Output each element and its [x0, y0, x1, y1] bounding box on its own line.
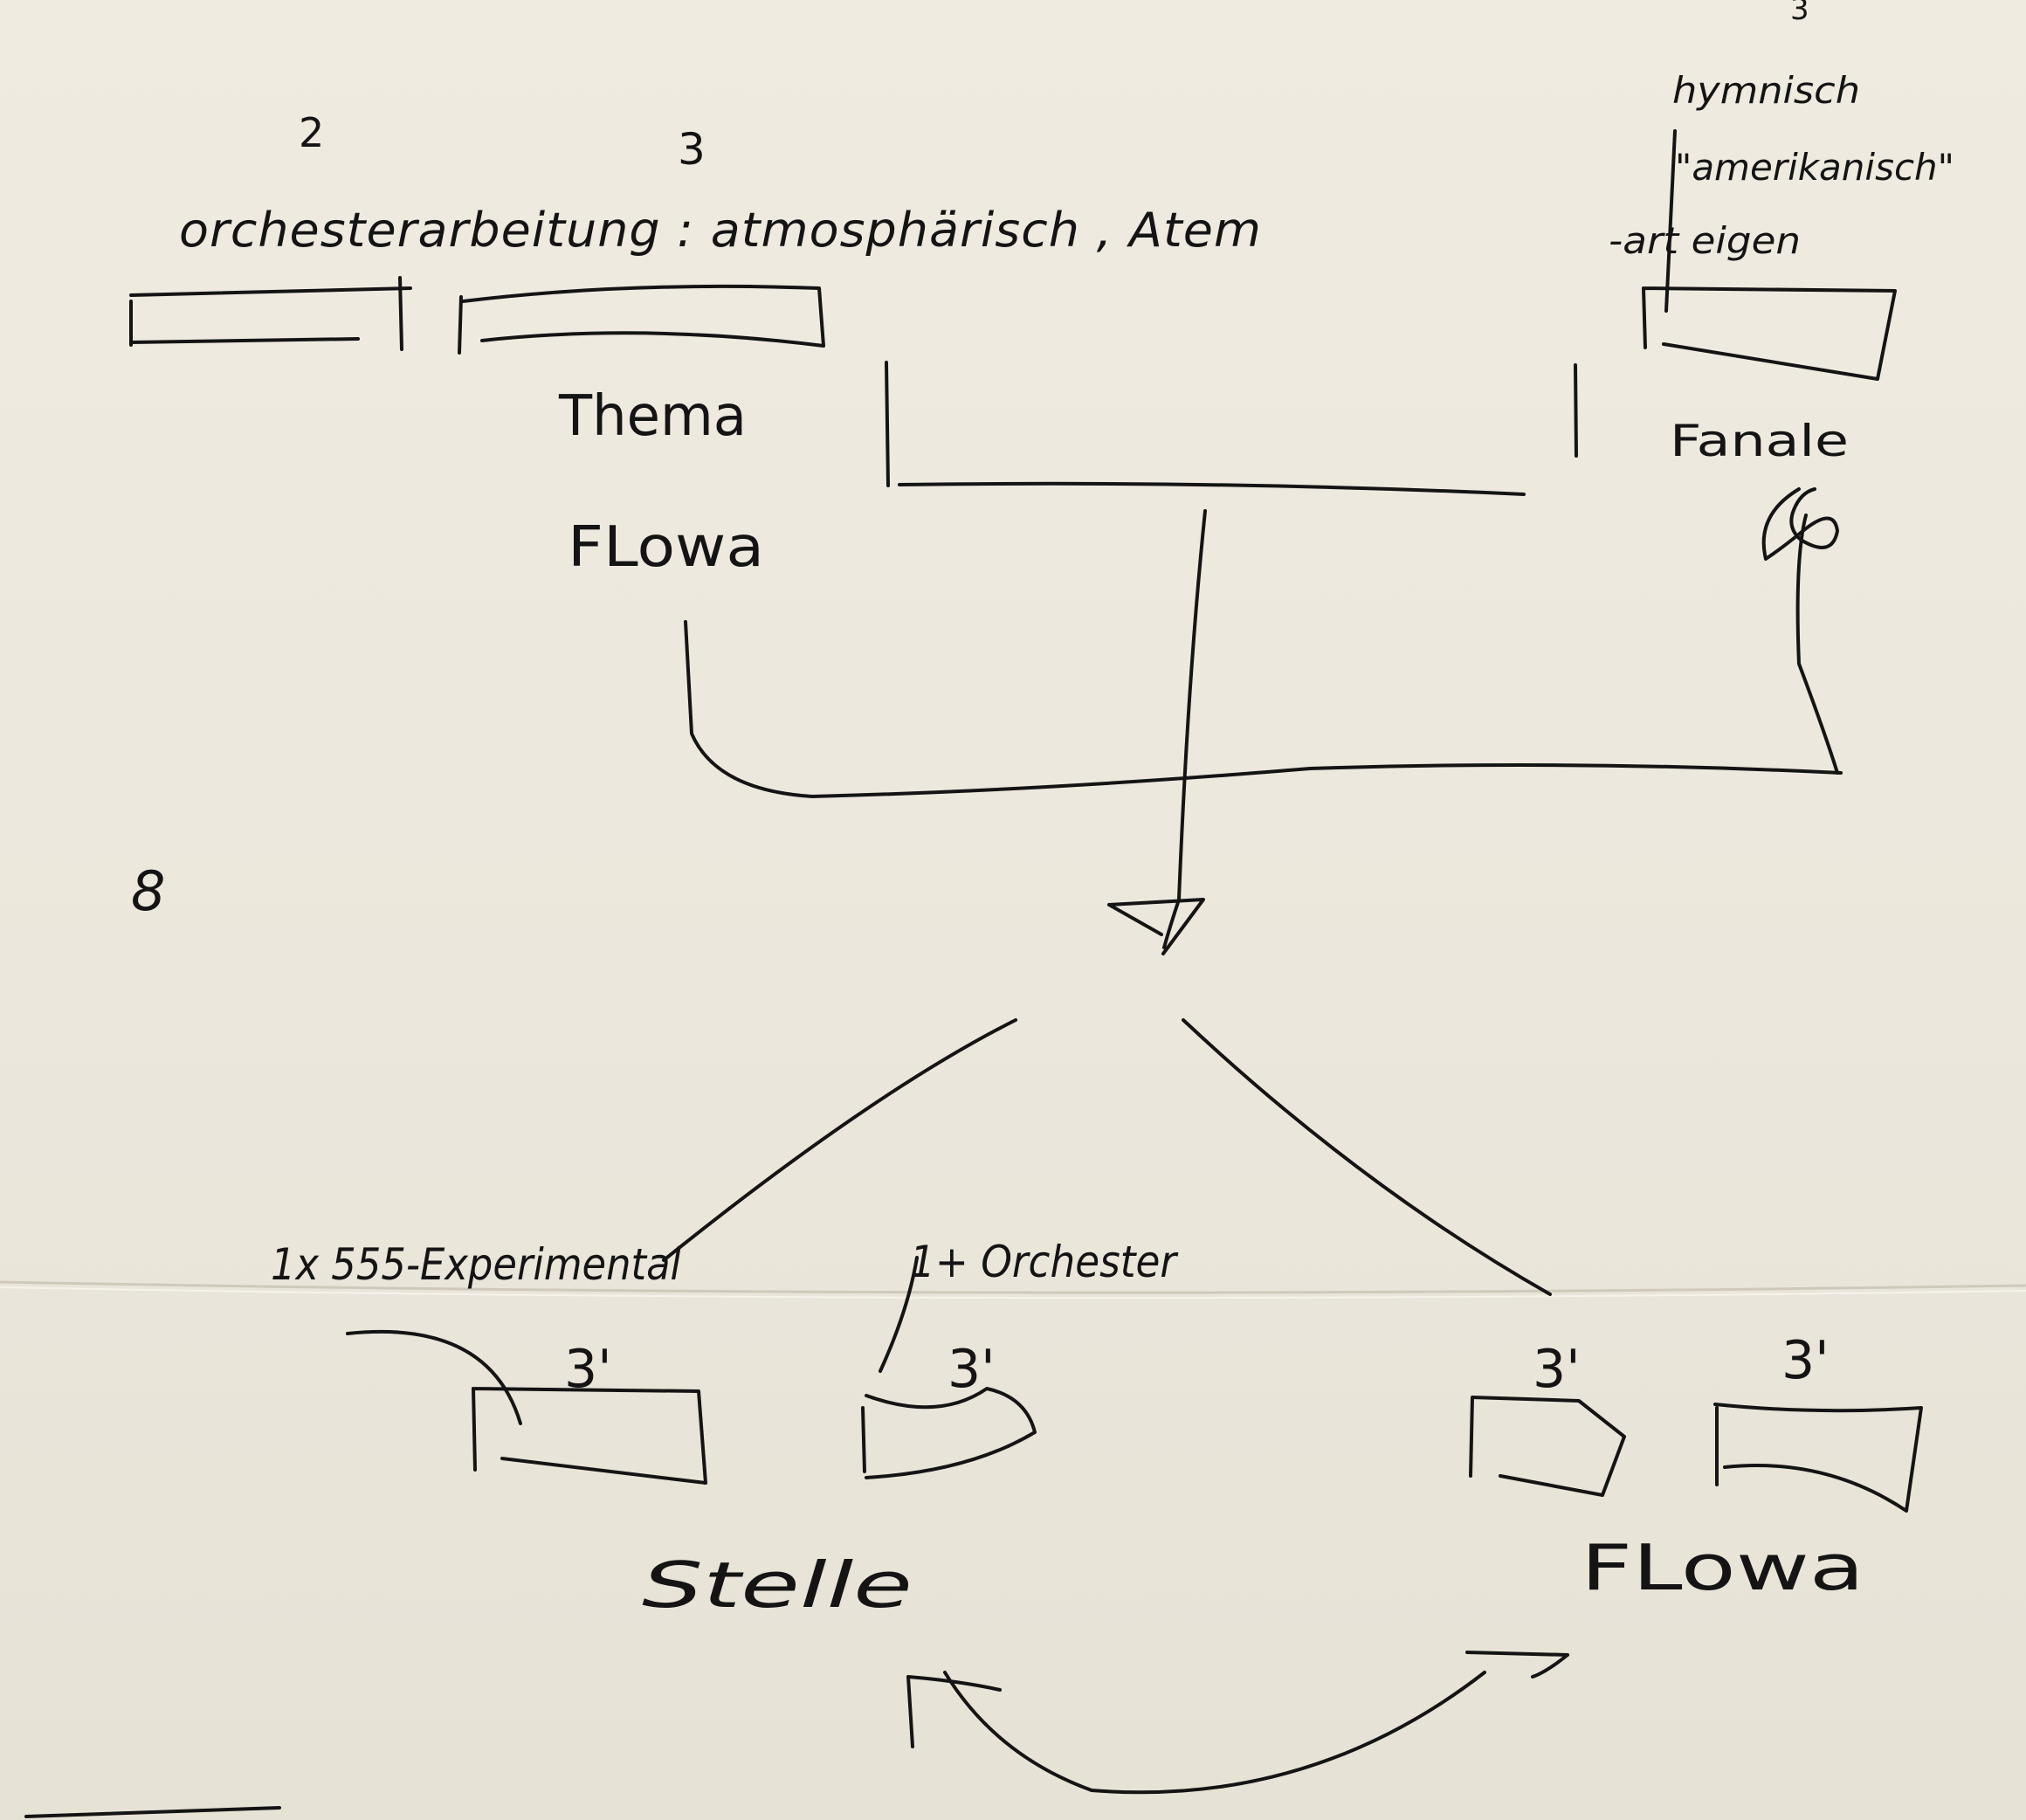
section-bracket-3 [1642, 286, 1897, 381]
art-eigen-stroke [1664, 129, 1677, 313]
branch-right [1182, 1018, 1552, 1296]
section-bracket-1 [129, 276, 412, 351]
label-flow-top: FLowa [568, 515, 764, 580]
bracket-bottom-line [898, 481, 1526, 496]
label-duration-4: 3' [1781, 1330, 1830, 1391]
label-num-3-corner: 3 [1790, 0, 1809, 27]
label-amerikanisch: "amerikanisch" [1675, 146, 1954, 189]
label-orchester-bottom: 1+ Orchester [910, 1237, 1179, 1287]
label-duration-2: 3' [948, 1339, 996, 1400]
label-num-2: 2 [299, 109, 324, 156]
label-experimental: 1x 555-Experimental [271, 1239, 681, 1290]
bracket-left-edge [885, 361, 890, 487]
flow-curve [684, 620, 1843, 798]
pointer-to-box-2 [879, 1256, 919, 1373]
section-bracket-2 [458, 284, 825, 355]
bottom-box-3 [1469, 1396, 1626, 1497]
central-arrow-head [1107, 898, 1205, 955]
label-duration-1: 3' [564, 1339, 612, 1400]
label-num-8: 8 [131, 859, 165, 923]
pointer-to-box-1 [346, 1329, 522, 1425]
bottom-box-4 [1713, 1403, 1923, 1513]
label-flow-bottom: FLowa [1581, 1531, 1864, 1604]
paper-fold [0, 1280, 2026, 1294]
branch-left [662, 1018, 1017, 1262]
label-thema: Thema [558, 384, 747, 449]
central-arrow-shaft [1162, 509, 1207, 949]
fanale-loop [1761, 487, 1839, 775]
paper-fold-highlight [0, 1286, 2026, 1300]
exchange-arrow-curve [943, 1671, 1486, 1795]
label-hymnisch: hymnisch [1672, 69, 1860, 112]
bottom-box-2 [861, 1387, 1037, 1479]
label-art-eigen: -art eigen [1609, 219, 1801, 262]
exchange-arrow-head-left [906, 1675, 1002, 1748]
label-fanale: Fanale [1670, 416, 1849, 466]
label-stelle: Stelle [642, 1548, 913, 1622]
edge-stroke [24, 1806, 281, 1818]
label-duration-3: 3' [1533, 1339, 1581, 1400]
label-top-line: orchesterarbeitung : atmosphärisch , Ate… [179, 203, 1262, 258]
bracket-right-edge [1574, 363, 1578, 458]
exchange-arrow-head-right [1465, 1651, 1569, 1679]
bottom-box-1 [472, 1387, 707, 1485]
label-num-3: 3 [678, 124, 706, 175]
